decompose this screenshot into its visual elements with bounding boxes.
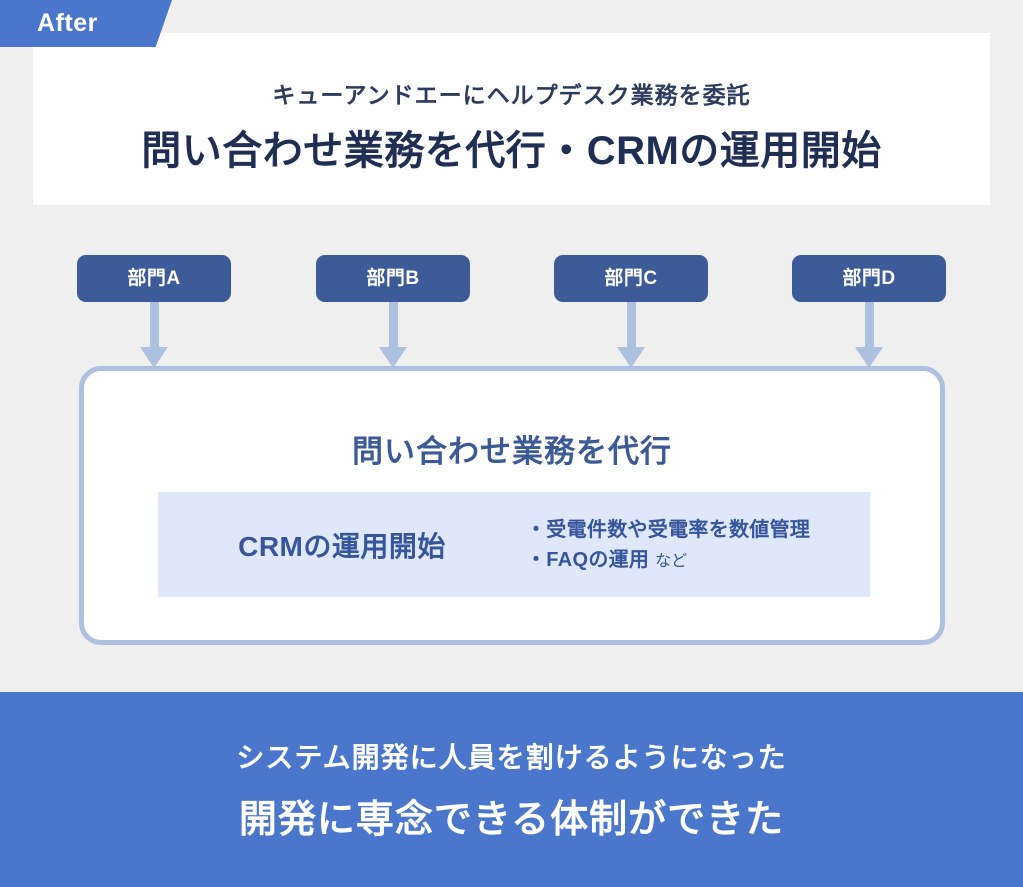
crm-bullet-item: ・受電件数や受電率を数値管理	[526, 519, 870, 541]
arrow-head	[140, 347, 168, 368]
bottom-result-banner: システム開発に人員を割けるようになった 開発に専念できる体制ができた	[0, 692, 1023, 887]
crm-bullet-list: ・受電件数や受電率を数値管理 ・FAQの運用 など	[526, 519, 870, 571]
department-box-a: 部門A	[77, 255, 231, 302]
arrow-shaft	[389, 302, 398, 350]
header-subtitle: キューアンドエーにヘルプデスク業務を委託	[272, 82, 751, 108]
banner-line-1: システム開発に人員を割けるようになった	[236, 742, 787, 773]
department-label: 部門C	[604, 268, 658, 289]
down-arrow-icon	[379, 302, 407, 368]
arrow-head	[379, 347, 407, 368]
down-arrow-icon	[855, 302, 883, 368]
arrow-shaft	[150, 302, 159, 350]
arrow-head	[855, 347, 883, 368]
crm-title: CRMの運用開始	[238, 530, 446, 562]
main-outsourcing-panel: 問い合わせ業務を代行 CRMの運用開始 ・受電件数や受電率を数値管理 ・FAQの…	[79, 366, 945, 645]
department-label: 部門A	[127, 268, 181, 289]
down-arrow-icon	[617, 302, 645, 368]
header-panel: キューアンドエーにヘルプデスク業務を委託 問い合わせ業務を代行・CRMの運用開始	[33, 33, 990, 205]
after-tab-label: After	[37, 9, 98, 37]
department-box-d: 部門D	[792, 255, 946, 302]
crm-bullet-suffix: など	[655, 552, 688, 570]
department-label: 部門D	[842, 268, 896, 289]
main-panel-heading: 問い合わせ業務を代行	[352, 434, 672, 469]
banner-line-2: 開発に専念できる体制ができた	[238, 799, 785, 841]
arrow-shaft	[627, 302, 636, 350]
crm-highlight-box: CRMの運用開始 ・受電件数や受電率を数値管理 ・FAQの運用 など	[158, 492, 870, 597]
crm-bullet-text: ・受電件数や受電率を数値管理	[526, 518, 811, 541]
crm-bullet-text: ・FAQの運用	[526, 548, 650, 571]
crm-bullet-item: ・FAQの運用 など	[526, 549, 870, 571]
department-box-b: 部門B	[316, 255, 470, 302]
department-label: 部門B	[366, 268, 420, 289]
arrow-shaft	[865, 302, 874, 350]
after-tab: After	[0, 0, 172, 47]
department-box-c: 部門C	[554, 255, 708, 302]
header-title: 問い合わせ業務を代行・CRMの運用開始	[141, 129, 882, 173]
down-arrow-icon	[140, 302, 168, 368]
arrow-head	[617, 347, 645, 368]
